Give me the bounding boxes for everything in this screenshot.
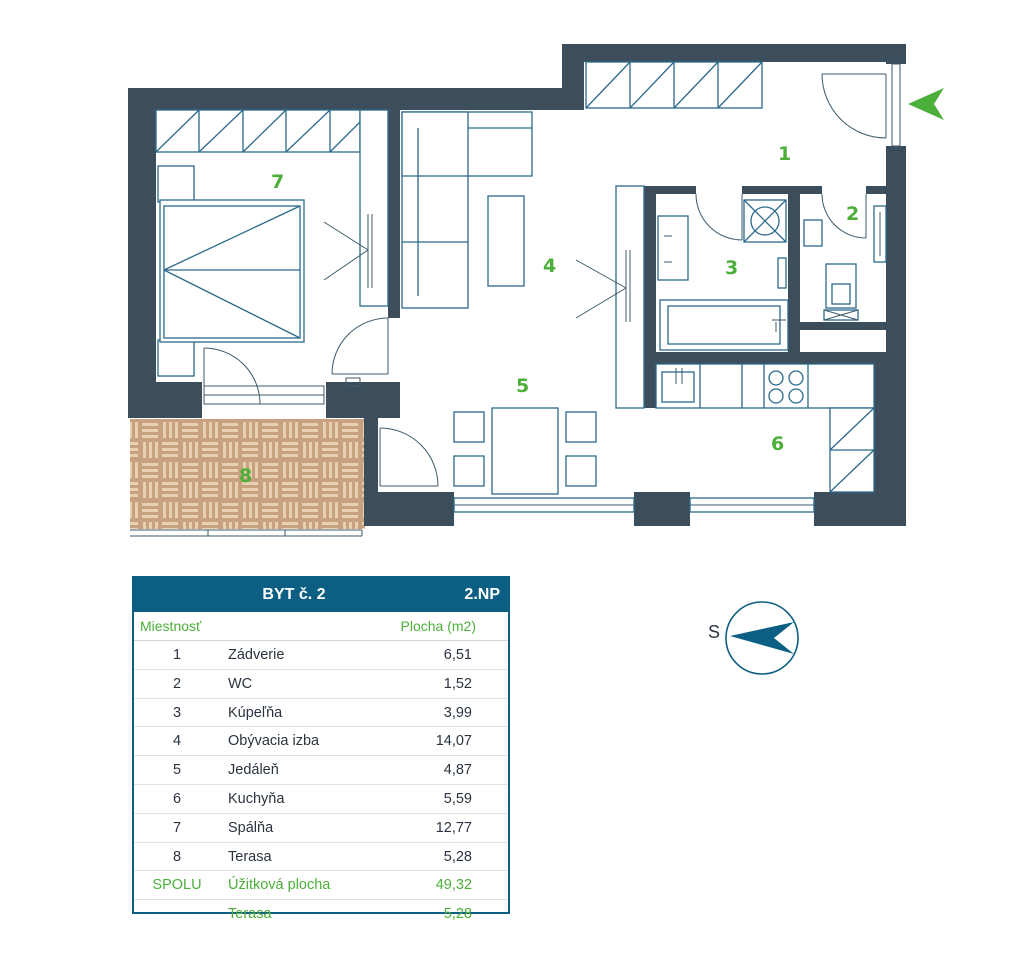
terrace-floor: [130, 419, 365, 529]
table-header: BYT č. 2 2.NP: [134, 578, 508, 612]
bathroom: [657, 193, 789, 351]
room-number-7: 7: [271, 171, 284, 193]
floor-label: 2.NP: [464, 586, 500, 603]
room-number-6: 6: [771, 433, 784, 455]
room-number-8: 8: [239, 465, 252, 487]
compass: S: [708, 601, 799, 675]
area-table: BYT č. 2 2.NP Miestnosť Plocha (m2) 1 Zá…: [132, 576, 510, 922]
table-row: 8 Terasa 5,28: [134, 843, 508, 872]
table-row: 1 Zádverie 6,51: [134, 641, 508, 670]
table-row: 6 Kuchyňa 5,59: [134, 785, 508, 814]
wc: [803, 193, 887, 321]
table-column-headers: Miestnosť Plocha (m2): [134, 612, 508, 641]
compass-arrow-icon: [730, 622, 794, 654]
column-room: Miestnosť: [140, 618, 202, 634]
hall-wardrobe: [585, 61, 763, 109]
table-row: 5 Jedáleň 4,87: [134, 756, 508, 785]
room-number-5: 5: [516, 375, 529, 397]
column-area: Plocha (m2): [400, 618, 476, 634]
floor-plan: 1 2 3 4 5 6 7 8: [128, 44, 944, 537]
compass-circle: [725, 601, 799, 675]
table-total-row: SPOLU Úžitková plocha 49,32: [134, 871, 508, 901]
compass-label: S: [708, 622, 720, 642]
table-row: 3 Kúpeľňa 3,99: [134, 699, 508, 728]
bedroom-wardrobe: [155, 109, 361, 153]
room-number-2: 2: [846, 203, 859, 225]
bed: [157, 165, 305, 377]
walls: [128, 44, 906, 526]
dining-table: [453, 407, 597, 495]
table-row: 7 Spálňa 12,77: [134, 814, 508, 843]
room-number-3: 3: [725, 257, 738, 279]
apartment-title: BYT č. 2: [262, 586, 326, 603]
table-row: 4 Obývacia izba 14,07: [134, 727, 508, 757]
table-terrace-row: Terasa 5,28: [228, 906, 472, 923]
sofa: [401, 111, 533, 309]
room-number-1: 1: [778, 143, 791, 165]
kitchen: [655, 363, 875, 493]
entry-arrow-icon: [908, 88, 944, 120]
table-row: 2 WC 1,52: [134, 670, 508, 699]
room-number-4: 4: [543, 255, 556, 277]
